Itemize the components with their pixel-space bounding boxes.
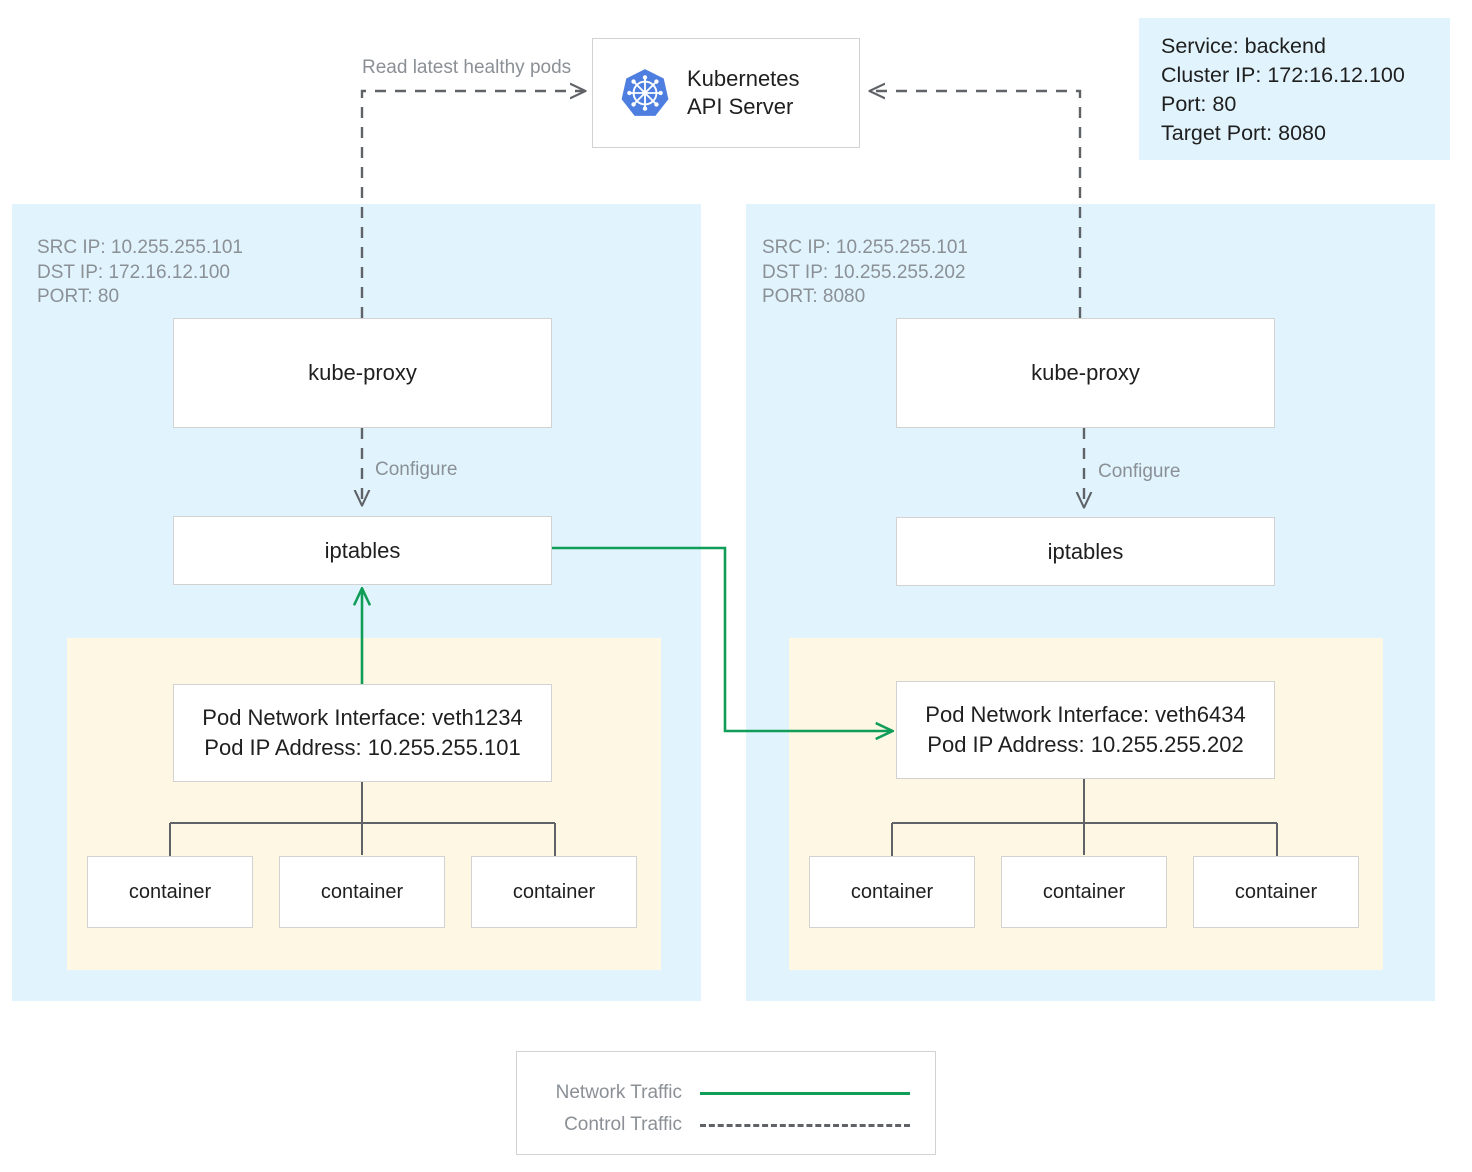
edge-label-configure-left: Configure [375, 459, 458, 480]
legend-label-network-traffic: Network Traffic [555, 1082, 682, 1103]
container-box-right-3[interactable]: container [1193, 856, 1359, 928]
container-box-right-2[interactable]: container [1001, 856, 1167, 928]
service-info-box: Service: backend Cluster IP: 172:16.12.1… [1139, 18, 1450, 160]
legend-label-control-traffic: Control Traffic [564, 1114, 682, 1135]
container-box-right-1[interactable]: container [809, 856, 975, 928]
container-box-left-3[interactable]: container [471, 856, 637, 928]
container-box-left-2[interactable]: container [279, 856, 445, 928]
api-server-label: Kubernetes API Server [687, 66, 800, 119]
legend-row-network-traffic: Network Traffic [532, 1082, 910, 1104]
legend-swatch-solid-green [700, 1091, 910, 1095]
edge-label-configure-right: Configure [1098, 461, 1181, 482]
edge-label-read-latest-healthy-pods: Read latest healthy pods [362, 57, 572, 78]
legend-swatch-dashed-gray [700, 1123, 910, 1127]
packet-annotation-right: SRC IP: 10.255.255.101 DST IP: 10.255.25… [762, 237, 968, 307]
iptables-box-left[interactable]: iptables [173, 516, 552, 585]
pod-network-interface-box-right[interactable]: Pod Network Interface: veth6434 Pod IP A… [896, 681, 1275, 779]
kubernetes-api-server-box[interactable]: Kubernetes API Server [592, 38, 860, 148]
pod-network-interface-box-left[interactable]: Pod Network Interface: veth1234 Pod IP A… [173, 684, 552, 782]
kube-proxy-box-right[interactable]: kube-proxy [896, 318, 1275, 428]
iptables-box-right[interactable]: iptables [896, 517, 1275, 586]
packet-annotation-left: SRC IP: 10.255.255.101 DST IP: 172.16.12… [37, 237, 243, 307]
container-box-left-1[interactable]: container [87, 856, 253, 928]
kubernetes-logo-icon [621, 69, 669, 116]
kube-proxy-box-left[interactable]: kube-proxy [173, 318, 552, 428]
legend-row-control-traffic: Control Traffic [532, 1114, 910, 1136]
legend-box: Network Traffic Control Traffic [516, 1051, 936, 1155]
